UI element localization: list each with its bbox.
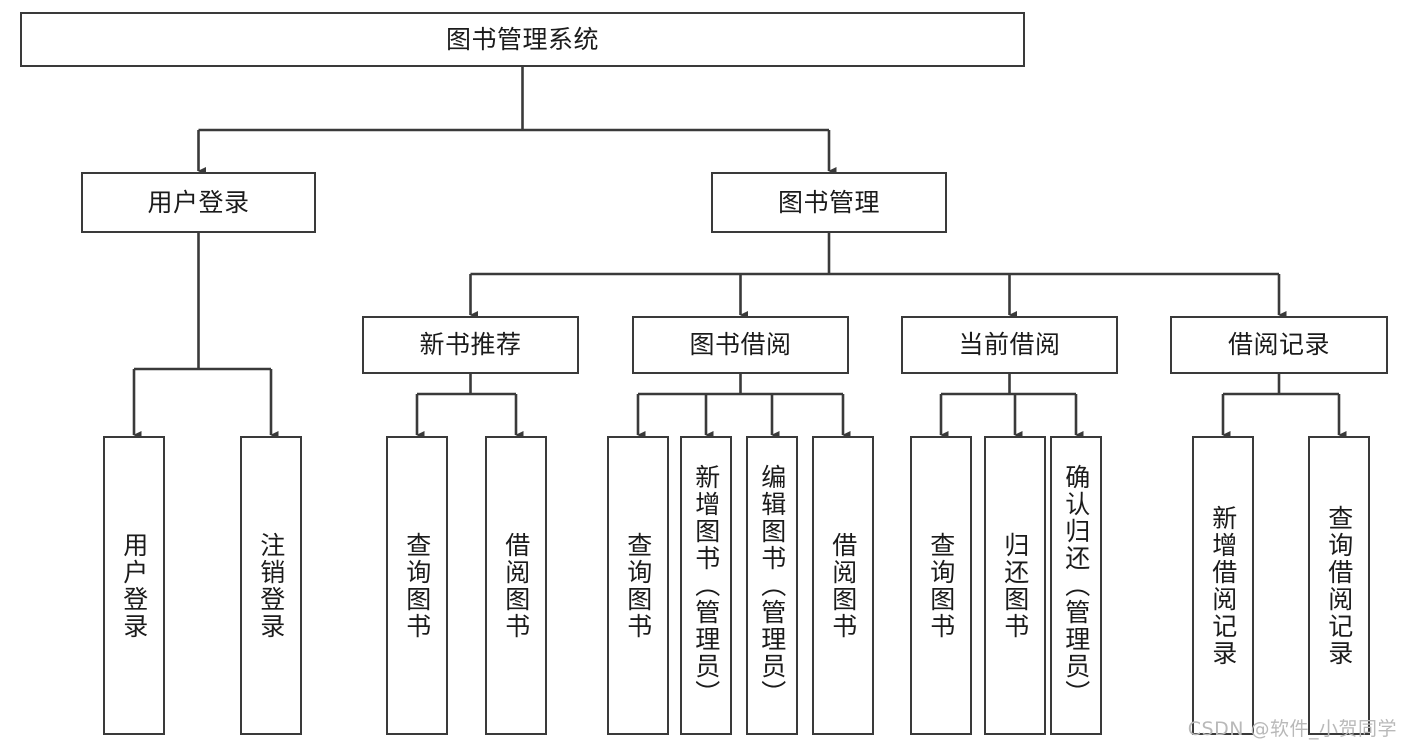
node-label: 查询图书 — [402, 531, 432, 640]
node-leaf-query-book-3[interactable]: 查询图书 — [910, 436, 972, 735]
node-label: 当前借阅 — [958, 330, 1061, 360]
node-label: 新书推荐 — [419, 330, 522, 360]
node-label: 新增借阅记录 — [1208, 504, 1238, 667]
node-label: 用户登录 — [147, 187, 250, 217]
node-leaf-query-book-2[interactable]: 查询图书 — [607, 436, 669, 735]
node-book-borrow[interactable]: 图书借阅 — [632, 316, 849, 374]
node-label: 图书管理 — [777, 187, 880, 217]
node-leaf-add-record[interactable]: 新增借阅记录 — [1192, 436, 1254, 735]
node-leaf-user-login[interactable]: 用户登录 — [103, 436, 165, 735]
node-label: 用户登录 — [119, 531, 149, 640]
node-label: 借阅图书 — [501, 531, 531, 640]
node-label: 注销登录 — [256, 531, 286, 640]
node-leaf-logout[interactable]: 注销登录 — [240, 436, 302, 735]
node-label: 查询图书 — [926, 531, 956, 640]
node-label: 查询借阅记录 — [1324, 504, 1354, 667]
node-label: 查询图书 — [623, 531, 653, 640]
node-leaf-add-book[interactable]: 新增图书（管理员） — [680, 436, 732, 735]
node-label: 确认归还（管理员） — [1061, 464, 1091, 707]
node-label: 借阅记录 — [1227, 330, 1330, 360]
node-leaf-query-record[interactable]: 查询借阅记录 — [1308, 436, 1370, 735]
node-label: 图书管理系统 — [445, 24, 599, 54]
node-leaf-edit-book[interactable]: 编辑图书（管理员） — [746, 436, 798, 735]
node-book-manage[interactable]: 图书管理 — [711, 172, 947, 233]
node-label: 借阅图书 — [828, 531, 858, 640]
node-label: 编辑图书（管理员） — [757, 464, 787, 707]
watermark: CSDN @软件_小贺同学 — [1187, 718, 1397, 740]
node-root[interactable]: 图书管理系统 — [20, 12, 1025, 67]
node-leaf-borrow-book-2[interactable]: 借阅图书 — [812, 436, 874, 735]
node-new-book-rec[interactable]: 新书推荐 — [362, 316, 579, 374]
node-current-borrow[interactable]: 当前借阅 — [901, 316, 1118, 374]
node-label: 归还图书 — [1000, 531, 1030, 640]
node-leaf-return-book[interactable]: 归还图书 — [984, 436, 1046, 735]
node-user-login[interactable]: 用户登录 — [81, 172, 316, 233]
node-label: 图书借阅 — [689, 330, 792, 360]
node-borrow-record[interactable]: 借阅记录 — [1170, 316, 1388, 374]
node-label: 新增图书（管理员） — [691, 464, 721, 707]
node-leaf-confirm-return[interactable]: 确认归还（管理员） — [1050, 436, 1102, 735]
node-leaf-borrow-book-1[interactable]: 借阅图书 — [485, 436, 547, 735]
node-leaf-query-book-1[interactable]: 查询图书 — [386, 436, 448, 735]
